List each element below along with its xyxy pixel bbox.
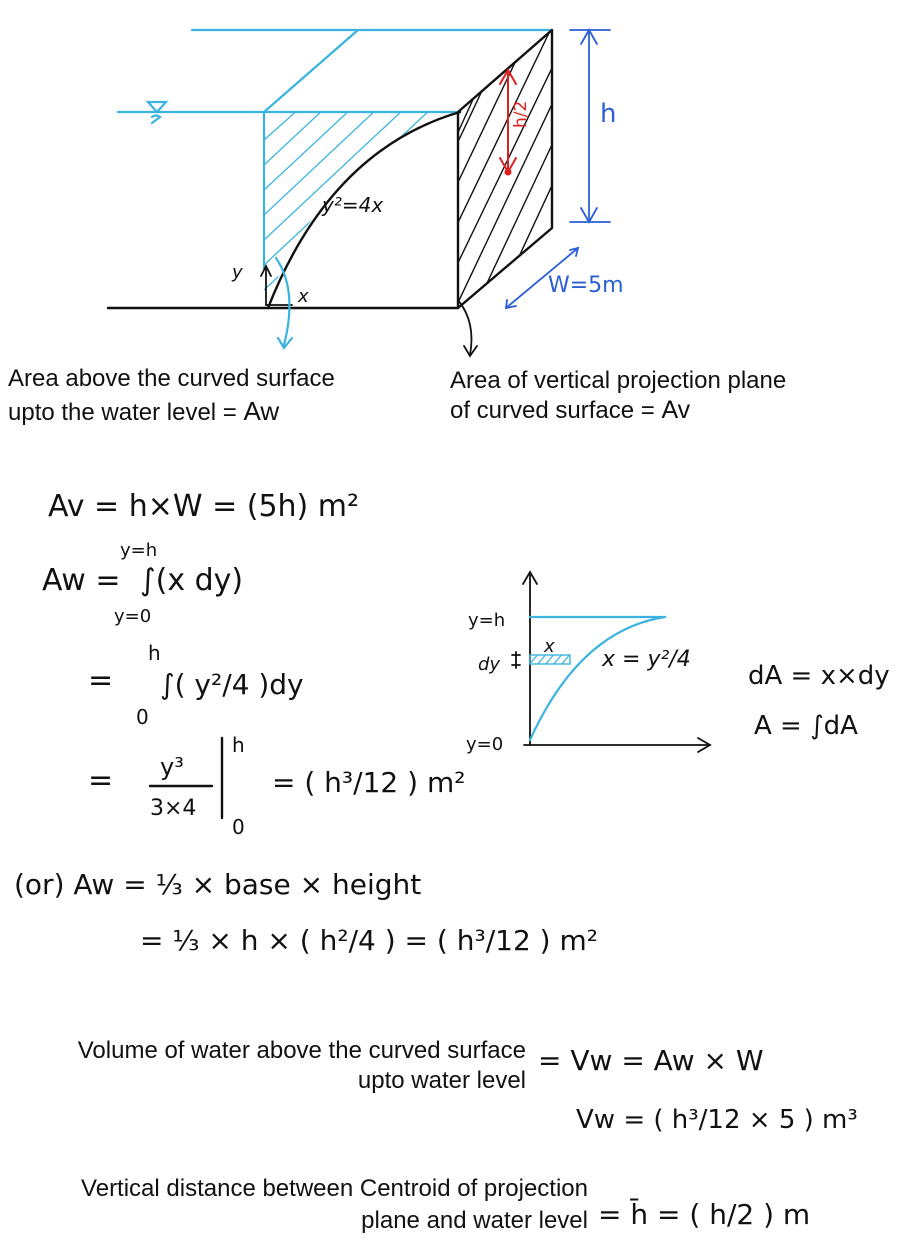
centroid-section: Vertical distance between Centroid of pr… — [81, 1175, 810, 1234]
inset-dy: dy — [478, 654, 500, 675]
depth-edge-line — [262, 28, 360, 114]
or-line-2: = ⅓ × h × ( h²/4 ) = ( h³/12 ) m² — [140, 924, 598, 957]
aw-pointer-head — [276, 336, 294, 350]
w-dimension: W=5m — [504, 246, 624, 310]
curved-surface — [266, 110, 462, 310]
w-label: W=5m — [548, 273, 624, 298]
centroid-line2: plane and water level — [361, 1207, 588, 1234]
av-pointer — [457, 299, 473, 356]
lim-lower-2: 0 — [136, 705, 149, 729]
tank-diagram: h/2 h W=5m y²=4x y x — [106, 28, 624, 358]
water-level-symbol — [145, 100, 169, 125]
volume-line2: upto water level — [358, 1067, 526, 1094]
or-line: (or) Aw = ⅓ × base × height — [14, 868, 421, 901]
integrand-2: ∫( y²/4 )dy — [160, 668, 304, 701]
integrand-1: ∫(x dy) — [140, 563, 243, 598]
y3-denominator: 3×4 — [150, 796, 196, 821]
eval-lower: 0 — [232, 815, 245, 839]
volume-line1: Volume of water above the curved surface — [78, 1037, 526, 1064]
centroid-eq: = h̄ = ( h/2 ) m — [598, 1197, 810, 1231]
inset-y-arrow — [522, 570, 538, 585]
av-caption-line2: of curved surface = Av — [450, 396, 691, 424]
math-derivation: Av = h×W = (5h) m² Aw = y=h y=0 ∫(x dy) … — [14, 489, 598, 957]
result-1: = ( h³/12 ) m² — [272, 766, 465, 799]
eq-sign-1: = — [88, 663, 113, 698]
inset-x-arrow — [697, 737, 712, 753]
curve-label: y²=4x — [321, 193, 383, 217]
strip-inset: y=h dy x y=0 x = y²/4 dA = x×dy A = ∫dA — [466, 570, 890, 755]
y3-numerator: y³ — [160, 753, 184, 781]
volume-eq1: = Vw = Aw × W — [538, 1044, 764, 1077]
av-equation: Av = h×W = (5h) m² — [48, 489, 359, 524]
inset-A: A = ∫dA — [754, 711, 858, 741]
eq-sign-2: = — [88, 763, 113, 798]
h-label: h — [600, 99, 616, 129]
int-lower-limit: y=0 — [114, 606, 151, 627]
h-dimension: h — [569, 28, 616, 224]
int-upper-limit: y=h — [120, 540, 157, 561]
inset-dy-mark — [511, 651, 521, 669]
aw-caption-line1: Area above the curved surface — [8, 365, 335, 392]
red-h-label: h/2 — [511, 101, 531, 128]
inset-strip — [529, 654, 571, 665]
y-axis-label: y — [231, 262, 243, 283]
aw-pointer — [274, 256, 291, 347]
volume-section: Volume of water above the curved surface… — [78, 1037, 858, 1135]
inset-curve — [528, 615, 667, 742]
lim-upper-2: h — [148, 641, 161, 665]
aw-lhs: Aw = — [42, 563, 121, 598]
inset-x: x — [543, 636, 555, 657]
aw-caption-line2: upto the water level = Aw — [8, 396, 279, 426]
red-half-depth-arrow: h/2 — [499, 67, 531, 176]
inset-y-h: y=h — [468, 610, 505, 631]
inset-dA: dA = x×dy — [748, 661, 890, 691]
local-axes: y x — [231, 262, 309, 307]
eval-upper: h — [232, 733, 245, 757]
inset-y-0: y=0 — [466, 734, 503, 755]
inset-curve-eq: x = y²/4 — [601, 647, 691, 672]
volume-eq2: Vw = ( h³/12 × 5 ) m³ — [576, 1105, 858, 1135]
x-axis-label: x — [297, 286, 309, 307]
centroid-line1: Vertical distance between Centroid of pr… — [81, 1175, 588, 1202]
av-caption-line1: Area of vertical projection plane — [450, 367, 786, 394]
av-pointer-head — [463, 345, 478, 358]
projection-plane-outline — [456, 28, 554, 310]
